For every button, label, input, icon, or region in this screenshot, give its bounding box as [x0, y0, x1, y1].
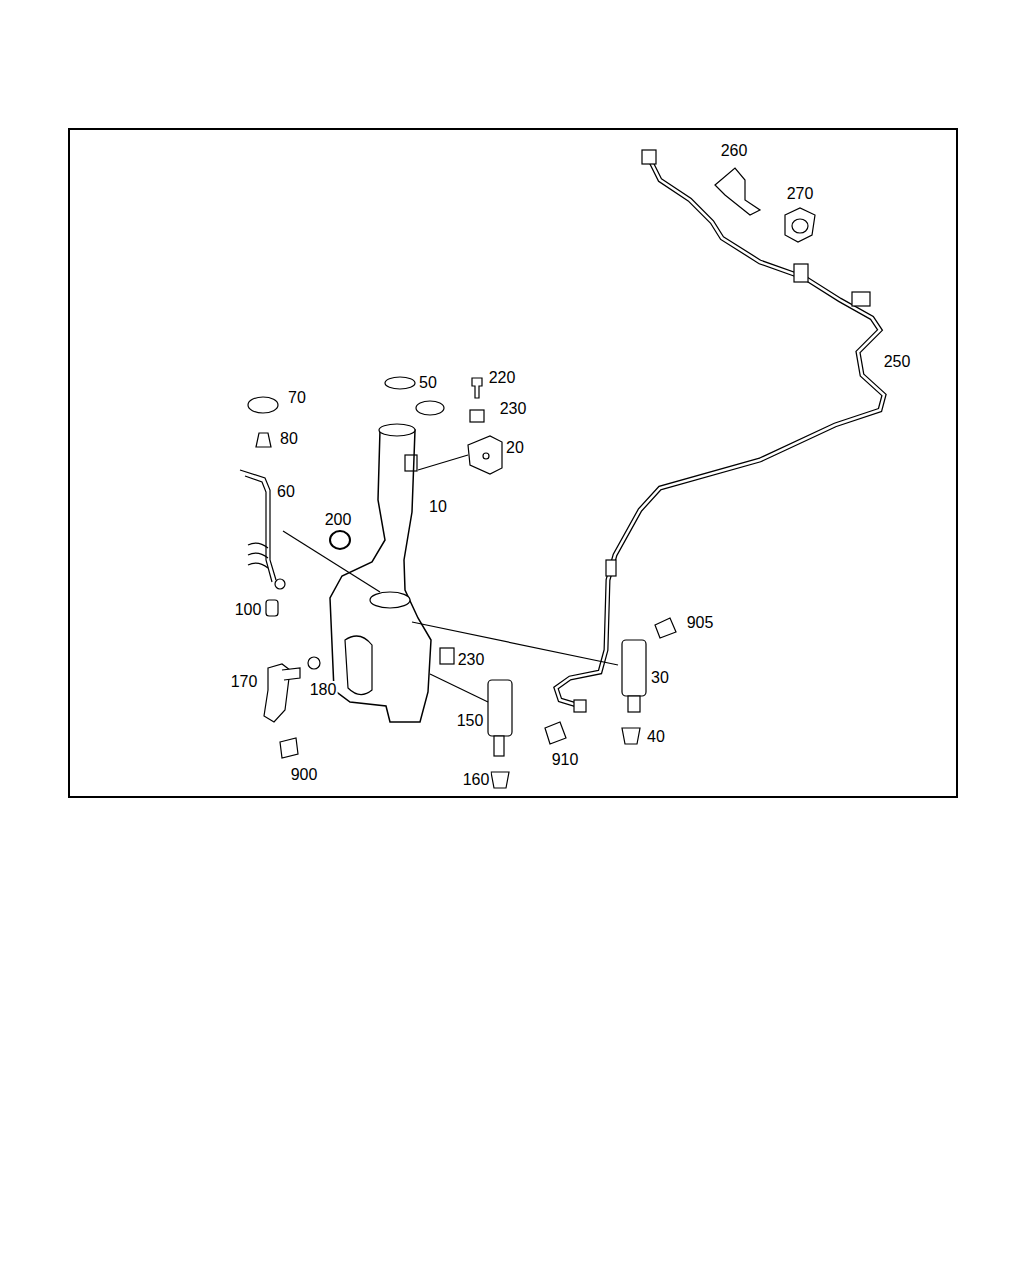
hose-connector	[852, 292, 870, 306]
callout-number: 220	[488, 369, 517, 387]
callout-number: 60	[276, 483, 296, 501]
callout-number: 270	[786, 185, 815, 203]
bracket	[468, 436, 502, 474]
bracket-hole	[483, 453, 489, 459]
tank-tab	[405, 455, 417, 471]
fitting	[275, 579, 285, 589]
callout-number: 30	[650, 669, 670, 687]
callout-number: 10	[428, 498, 448, 516]
nut	[470, 410, 484, 422]
pump-nozzle	[494, 736, 504, 756]
clip	[785, 208, 815, 242]
callout-number: 230	[457, 651, 486, 669]
leader-line	[283, 531, 380, 592]
nut	[440, 648, 454, 664]
callout-number: 70	[287, 389, 307, 407]
sensor-pin	[282, 668, 300, 680]
callout-number: 910	[551, 751, 580, 769]
callout-number: 50	[418, 374, 438, 392]
tag	[545, 722, 566, 744]
sensor-tube	[240, 470, 276, 582]
callout-number: 260	[720, 142, 749, 160]
hose-line-inner	[556, 160, 884, 706]
hose-connector	[642, 150, 656, 164]
callout-number: 80	[279, 430, 299, 448]
callout-number: 20	[505, 439, 525, 457]
parts-drawing	[69, 129, 957, 797]
sleeve	[266, 600, 278, 616]
bolt	[472, 378, 482, 398]
hose-connector	[606, 560, 616, 576]
washer-pump	[488, 680, 512, 736]
tag	[655, 618, 676, 638]
tank-recess	[345, 636, 372, 695]
hose-connector	[574, 700, 586, 712]
reservoir-tank	[330, 430, 431, 722]
callout-number: 40	[646, 728, 666, 746]
tank-opening	[370, 592, 410, 608]
callout-number: 180	[309, 681, 338, 699]
callout-number: 200	[324, 511, 353, 529]
cap	[385, 377, 415, 389]
tag	[280, 738, 298, 758]
hose-connector	[794, 264, 808, 282]
clip-hole	[792, 219, 808, 233]
pump-nozzle	[628, 696, 640, 712]
ring	[330, 531, 350, 549]
leader-line	[412, 622, 618, 665]
plug	[308, 657, 320, 669]
washer-pump	[622, 640, 646, 696]
grommet	[491, 772, 509, 788]
cover	[248, 397, 278, 413]
callout-number: 900	[290, 766, 319, 784]
callout-number: 160	[462, 771, 491, 789]
callout-number: 100	[234, 601, 263, 619]
callout-number: 230	[499, 400, 528, 418]
grommet	[256, 433, 271, 447]
callout-number: 250	[883, 353, 912, 371]
grommet	[622, 728, 640, 744]
clip	[715, 168, 760, 215]
filler-neck	[379, 424, 415, 436]
callout-number: 905	[686, 614, 715, 632]
frame	[69, 129, 957, 797]
leader-line	[418, 455, 468, 470]
leader-line	[430, 674, 488, 702]
seal-ring	[416, 401, 444, 415]
hose-line	[556, 160, 884, 706]
coil	[248, 543, 268, 568]
callout-number: 150	[456, 712, 485, 730]
callout-number: 170	[230, 673, 259, 691]
